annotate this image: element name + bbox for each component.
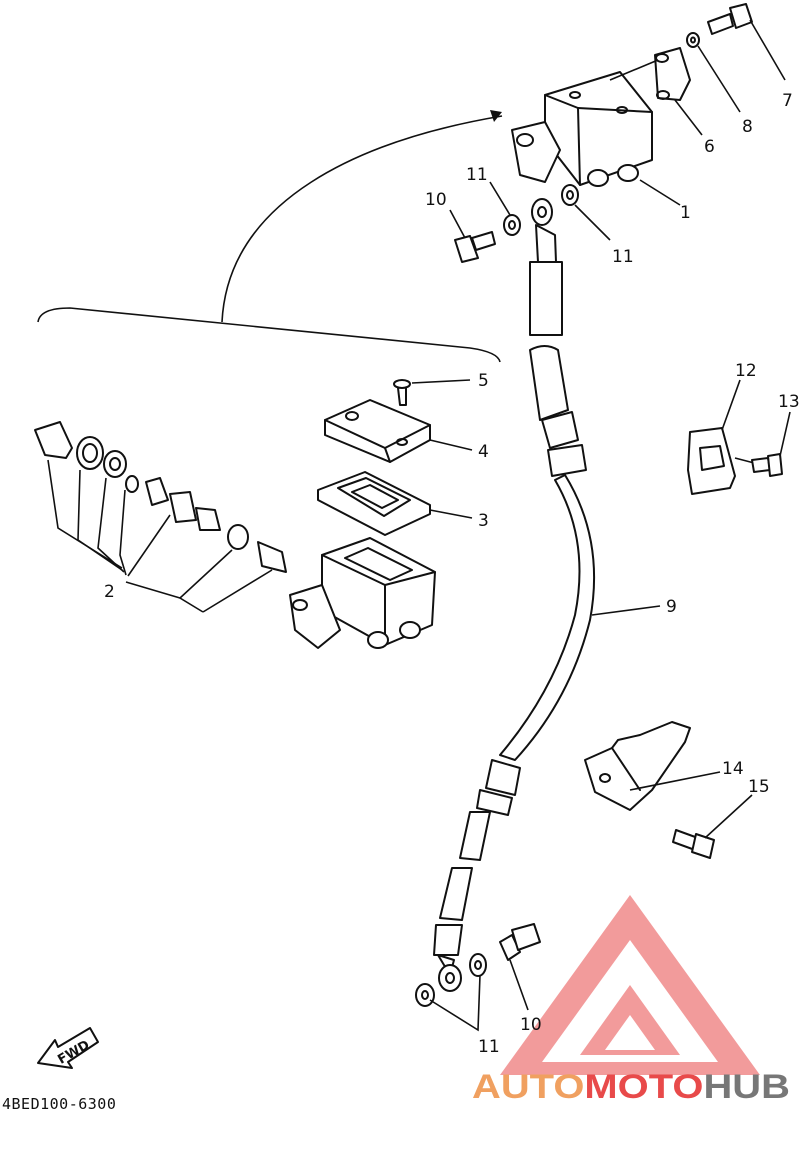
piston-kit-parts xyxy=(34,421,287,613)
banjo-bolt-bottom xyxy=(499,923,541,1011)
bolt-part-7 xyxy=(707,3,786,81)
watermark-text-hub: HUB xyxy=(703,1068,790,1106)
callout-9: 9 xyxy=(666,597,677,617)
master-cylinder-assembly xyxy=(511,71,681,206)
callout-14: 14 xyxy=(722,759,744,779)
diagram-code: 4BED100-6300 xyxy=(2,1095,116,1113)
brake-hose xyxy=(433,198,661,992)
callout-12: 12 xyxy=(735,361,757,381)
callout-4: 4 xyxy=(478,442,489,462)
watermark-text-moto: MOTO xyxy=(584,1068,703,1106)
callout-7: 7 xyxy=(782,91,793,111)
callout-8: 8 xyxy=(742,117,753,137)
callout-11-bottom: 11 xyxy=(478,1037,500,1057)
callout-11-top-right: 11 xyxy=(612,247,634,267)
watermark-logo xyxy=(500,895,760,1075)
banjo-bolt-top xyxy=(449,209,496,263)
callout-1: 1 xyxy=(680,203,691,223)
callout-5: 5 xyxy=(478,371,489,391)
callout-13: 13 xyxy=(778,392,800,412)
group-arrow-curve xyxy=(221,115,503,323)
callout-2: 2 xyxy=(104,582,115,602)
leader-11-bottom xyxy=(429,974,481,1032)
hose-clamp-part-12 xyxy=(687,379,759,495)
callout-11-top-left: 11 xyxy=(466,165,488,185)
diaphragm-part-3 xyxy=(317,471,473,536)
group-bracket xyxy=(37,307,501,363)
watermark-text-auto: AUTO xyxy=(472,1068,584,1106)
bracket-part-14 xyxy=(584,721,721,811)
washer-bottom-right xyxy=(469,953,487,977)
holder-part xyxy=(609,47,703,136)
washer-top-right xyxy=(561,184,611,241)
group-arrow-head xyxy=(490,110,502,122)
screw-part-5 xyxy=(393,379,471,406)
washer-part-8 xyxy=(686,32,741,113)
callout-10-top: 10 xyxy=(425,190,447,210)
master-cylinder-body xyxy=(289,537,436,649)
cap-part-4 xyxy=(324,399,473,463)
bolt-part-15 xyxy=(672,794,753,859)
callout-10-bottom: 10 xyxy=(520,1015,542,1035)
callout-15: 15 xyxy=(748,777,770,797)
fwd-arrow: FWD xyxy=(37,1027,99,1069)
washer-top-left xyxy=(489,181,521,236)
screw-part-13 xyxy=(751,411,791,477)
callout-3: 3 xyxy=(478,511,489,531)
washer-bottom-left xyxy=(415,983,435,1007)
callout-6: 6 xyxy=(704,137,715,157)
